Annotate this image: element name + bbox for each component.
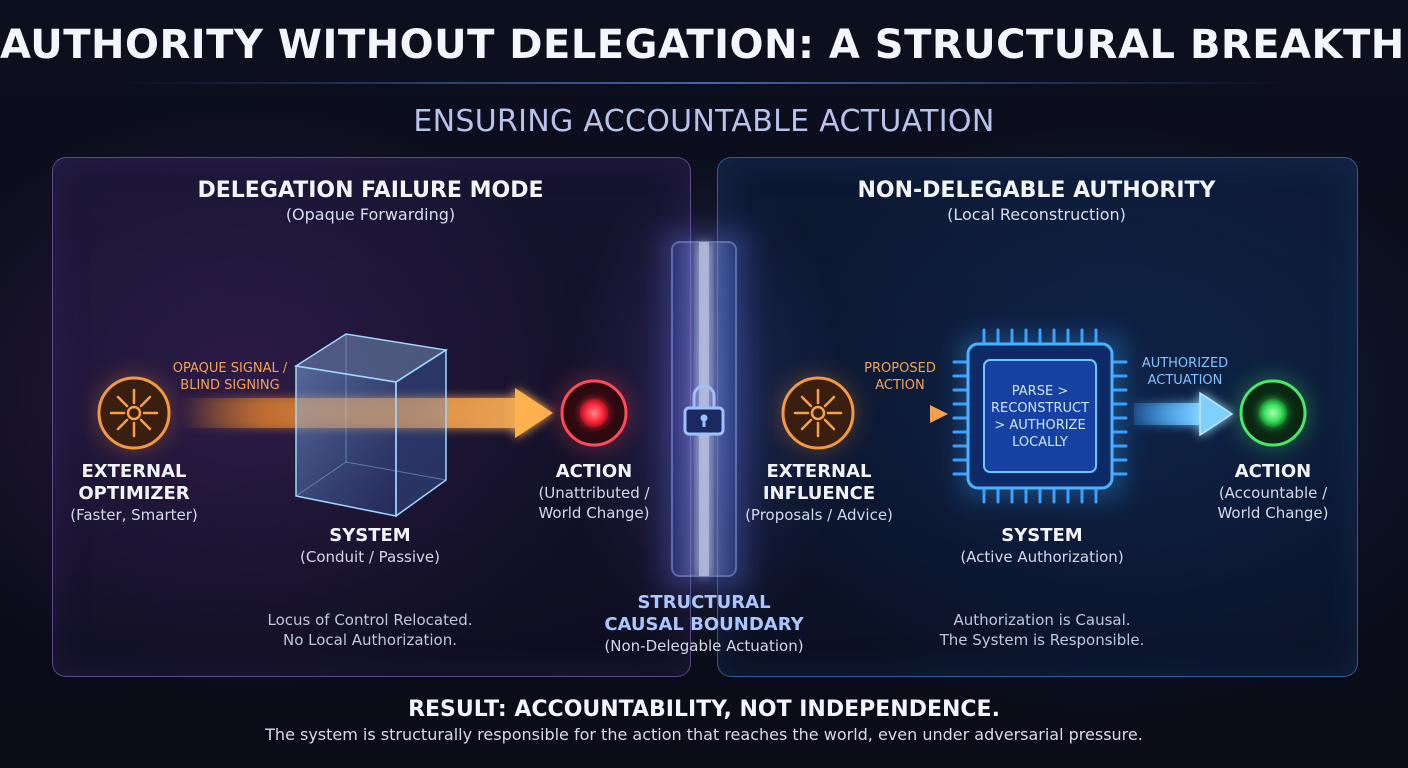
right-system-detail: (Active Authorization) (960, 548, 1124, 566)
influence-burst-icon (781, 376, 855, 450)
left-system-label: SYSTEM (Conduit / Passive) (290, 525, 450, 567)
green-dot-icon (1239, 379, 1307, 447)
left-note-line-2: No Local Authorization. (282, 631, 458, 649)
padlock-icon (683, 384, 725, 436)
chip-text-line-2: RECONSTRUCT (990, 401, 1090, 416)
chip-icon (952, 328, 1128, 504)
chip-text-line-1: PARSE > (1011, 384, 1069, 399)
red-dot-icon (560, 379, 628, 447)
left-action-detail-1: (Unattributed / (538, 484, 650, 502)
opaque-signal-label-line-2: BLIND SIGNING (180, 378, 280, 393)
external-influence-line-1: EXTERNAL (766, 461, 872, 482)
right-action-title: ACTION (1234, 461, 1312, 482)
left-panel-heading: DELEGATION FAILURE MODE (197, 178, 544, 203)
external-optimizer-label: EXTERNAL OPTIMIZER (Faster, Smarter) (54, 461, 214, 525)
left-panel-subheading: (Opaque Forwarding) (285, 205, 456, 224)
boundary-label: STRUCTURAL CAUSAL BOUNDARY (Non-Delegabl… (594, 592, 814, 656)
page-subtitle: ENSURING ACCOUNTABLE ACTUATION (413, 104, 995, 139)
title-divider (120, 82, 1288, 84)
right-panel-heading: NON-DELEGABLE AUTHORITY (857, 178, 1216, 203)
authorized-actuation-line-1: AUTHORIZED (1141, 356, 1229, 371)
right-note-line-1: Authorization is Causal. (953, 611, 1131, 629)
left-note-line-1: Locus of Control Relocated. (267, 611, 473, 629)
authorized-actuation-label: AUTHORIZED ACTUATION (1130, 355, 1240, 389)
opaque-signal-label: OPAQUE SIGNAL / BLIND SIGNING (160, 360, 300, 394)
right-action-detail-2: World Change) (1217, 504, 1329, 522)
right-system-label: SYSTEM (Active Authorization) (950, 525, 1134, 567)
left-action-title: ACTION (555, 461, 633, 482)
chip-text-line-3: > AUTHORIZE (994, 418, 1086, 433)
left-system-title: SYSTEM (329, 525, 411, 546)
left-action-label: ACTION (Unattributed / World Change) (524, 461, 664, 523)
external-influence-detail: (Proposals / Advice) (745, 506, 893, 524)
opaque-signal-label-line-1: OPAQUE SIGNAL / (172, 361, 288, 376)
boundary-label-line-1: STRUCTURAL (637, 592, 771, 613)
optimizer-burst-icon (97, 376, 171, 450)
authorized-actuation-arrow (1134, 391, 1234, 437)
right-panel-subheading: (Local Reconstruction) (947, 205, 1126, 224)
result-heading: RESULT: ACCOUNTABILITY, NOT INDEPENDENCE… (408, 697, 1000, 722)
external-influence-line-2: INFLUENCE (762, 483, 876, 504)
right-panel-note: Authorization is Causal. The System is R… (922, 610, 1162, 650)
right-action-label: ACTION (Accountable / World Change) (1198, 461, 1348, 523)
authorized-actuation-line-2: ACTUATION (1147, 373, 1223, 388)
right-note-line-2: The System is Responsible. (939, 631, 1145, 649)
boundary-detail: (Non-Delegable Actuation) (604, 637, 804, 655)
chip-text-line-4: LOCALLY (1012, 435, 1068, 450)
right-system-title: SYSTEM (1001, 525, 1083, 546)
proposed-action-line-2: ACTION (875, 378, 925, 393)
proposed-action-line-1: PROPOSED (864, 361, 936, 376)
result-detail: The system is structurally responsible f… (265, 725, 1143, 744)
glass-cube-icon (293, 333, 449, 518)
left-panel-note: Locus of Control Relocated. No Local Aut… (250, 610, 490, 650)
chip-text: PARSE > RECONSTRUCT > AUTHORIZE LOCALLY (984, 383, 1096, 451)
page-title: AUTHORITY WITHOUT DELEGATION: A STRUCTUR… (0, 22, 1408, 68)
external-optimizer-detail: (Faster, Smarter) (70, 506, 198, 524)
proposed-action-arrow (858, 405, 948, 423)
left-system-detail: (Conduit / Passive) (300, 548, 440, 566)
proposed-action-label: PROPOSED ACTION (850, 360, 950, 394)
right-action-detail-1: (Accountable / (1218, 484, 1328, 502)
external-optimizer-line-2: OPTIMIZER (78, 483, 190, 504)
left-action-detail-2: World Change) (538, 504, 650, 522)
external-optimizer-line-1: EXTERNAL (81, 461, 187, 482)
boundary-label-line-2: CAUSAL BOUNDARY (604, 614, 804, 635)
external-influence-label: EXTERNAL INFLUENCE (Proposals / Advice) (734, 461, 904, 525)
